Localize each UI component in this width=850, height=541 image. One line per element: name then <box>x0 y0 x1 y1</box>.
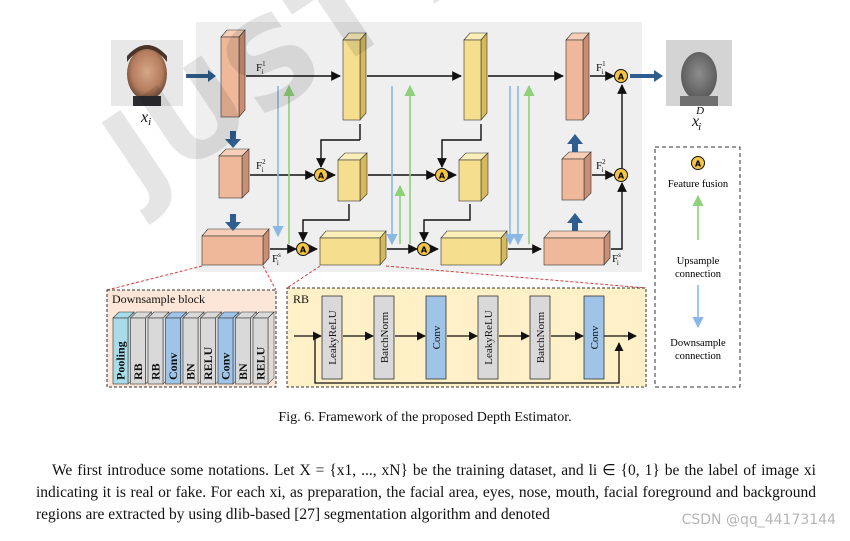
upsample-arrow-2 <box>567 213 583 231</box>
fusion-node-out-2: A <box>614 168 628 182</box>
level3-flow <box>270 84 627 254</box>
downsample-layer-relu: RELU <box>252 311 275 385</box>
rb-layer-batchnorm: BatchNorm <box>529 295 551 380</box>
encoder-block-level2 <box>218 148 250 199</box>
downsample-layer-label: RELU <box>254 346 268 380</box>
input-label: xi <box>140 109 151 128</box>
expand-line-downsample-2 <box>262 265 277 291</box>
legend-downsample-label-1: Downsample <box>670 338 726 349</box>
rb-layer-leakyrelu: LeakyReLU <box>321 295 343 380</box>
expand-line-rb <box>286 265 321 289</box>
legend-fusion-icon <box>691 156 705 170</box>
svg-text:A: A <box>421 246 428 255</box>
input-face-image <box>111 40 183 106</box>
framework-figure: xi xiD <box>106 22 741 388</box>
fusion-node-l2-b: A <box>435 168 449 182</box>
downsample-layer-label: RELU <box>201 346 215 380</box>
svg-text:A: A <box>318 172 325 181</box>
downsample-block-title: Downsample block <box>112 292 205 306</box>
legend-downsample-label-2: connection <box>675 351 722 362</box>
upsample-connections <box>283 84 535 244</box>
output-arrow <box>630 70 663 82</box>
output-depth-image <box>666 40 732 106</box>
rb-layer-label: Conv <box>431 325 443 349</box>
body-paragraph: We first introduce some notations. Let X… <box>36 460 816 526</box>
downsample-layer-label: BN <box>236 363 250 380</box>
fusion-node-out-1: A <box>614 69 628 83</box>
downsample-arrow-1 <box>225 131 241 148</box>
decoder-block-level2-b <box>458 152 489 202</box>
legend: A Feature fusion Upsample connection Dow… <box>654 146 741 388</box>
rb-layer-conv: Conv <box>583 295 605 380</box>
expand-line-downsample <box>106 265 203 291</box>
encoder-block-level1-right <box>565 32 590 121</box>
svg-text:A: A <box>618 73 625 82</box>
legend-fusion-label: Feature fusion <box>668 179 729 190</box>
upsample-arrow-1 <box>567 134 583 152</box>
downsample-layer-label: RB <box>131 363 145 380</box>
encoder-block-level1 <box>220 29 246 118</box>
encoder-block-level3 <box>201 228 270 266</box>
level2-flow <box>250 124 615 180</box>
svg-text:A: A <box>695 160 702 169</box>
rb-detail: RB LeakyReLU BatchNorm Conv LeakyReLU BatchN… <box>286 287 647 388</box>
legend-upsample-label-1: Upsample <box>677 256 720 267</box>
downsample-layer-relu: RELU <box>199 311 223 385</box>
encoder-block-level2-right <box>561 151 592 201</box>
decoder-block-level2-a <box>337 152 368 202</box>
downsample-layer-pooling: Pooling <box>112 311 135 385</box>
downsample-layer-conv: Conv <box>164 311 188 385</box>
input-arrow <box>186 70 216 82</box>
rb-layer-batchnorm: BatchNorm <box>373 295 395 380</box>
decoder-block-level3-a <box>319 230 387 266</box>
figure-caption: Fig. 6. Framework of the proposed Depth … <box>278 410 572 425</box>
downsample-layer-label: BN <box>184 363 198 380</box>
rb-title: RB <box>293 292 309 306</box>
fusion-node-l3-a: A <box>296 242 310 256</box>
rb-layer-conv: Conv <box>425 295 447 380</box>
svg-text:A: A <box>618 172 625 181</box>
downsample-layer-label: Conv <box>219 353 233 380</box>
expand-line-rb-2 <box>385 265 647 289</box>
rb-layer-label: BatchNorm <box>535 311 547 363</box>
decoder-block-level1-a <box>342 32 367 121</box>
downsample-layer-label: Pooling <box>114 341 128 380</box>
paragraph-text: We first introduce some notations. Let X… <box>36 462 816 523</box>
downsample-layer-label: RB <box>149 363 163 380</box>
rb-layer-label: BatchNorm <box>379 311 391 363</box>
downsample-layer-label: Conv <box>166 353 180 380</box>
csdn-watermark: CSDN @qq_44173144 <box>681 512 836 528</box>
rb-layer-label: Conv <box>589 325 601 349</box>
decoder-block-level3-b <box>440 230 508 266</box>
rb-layer-label: LeakyReLU <box>483 310 495 364</box>
fusion-node-l3-b: A <box>417 242 431 256</box>
output-label: xiD <box>691 105 704 133</box>
fusion-node-l2-a: A <box>314 168 328 182</box>
downsample-connections <box>272 86 524 246</box>
svg-text:A: A <box>300 246 307 255</box>
encoder-block-level3-right <box>543 230 611 266</box>
rb-layer-leakyrelu: LeakyReLU <box>477 295 499 380</box>
decoder-block-level1-b <box>463 32 488 121</box>
legend-upsample-label-2: connection <box>675 269 722 280</box>
downsample-arrow-2 <box>225 214 241 231</box>
svg-text:A: A <box>439 172 446 181</box>
rb-layer-label: LeakyReLU <box>327 310 339 364</box>
